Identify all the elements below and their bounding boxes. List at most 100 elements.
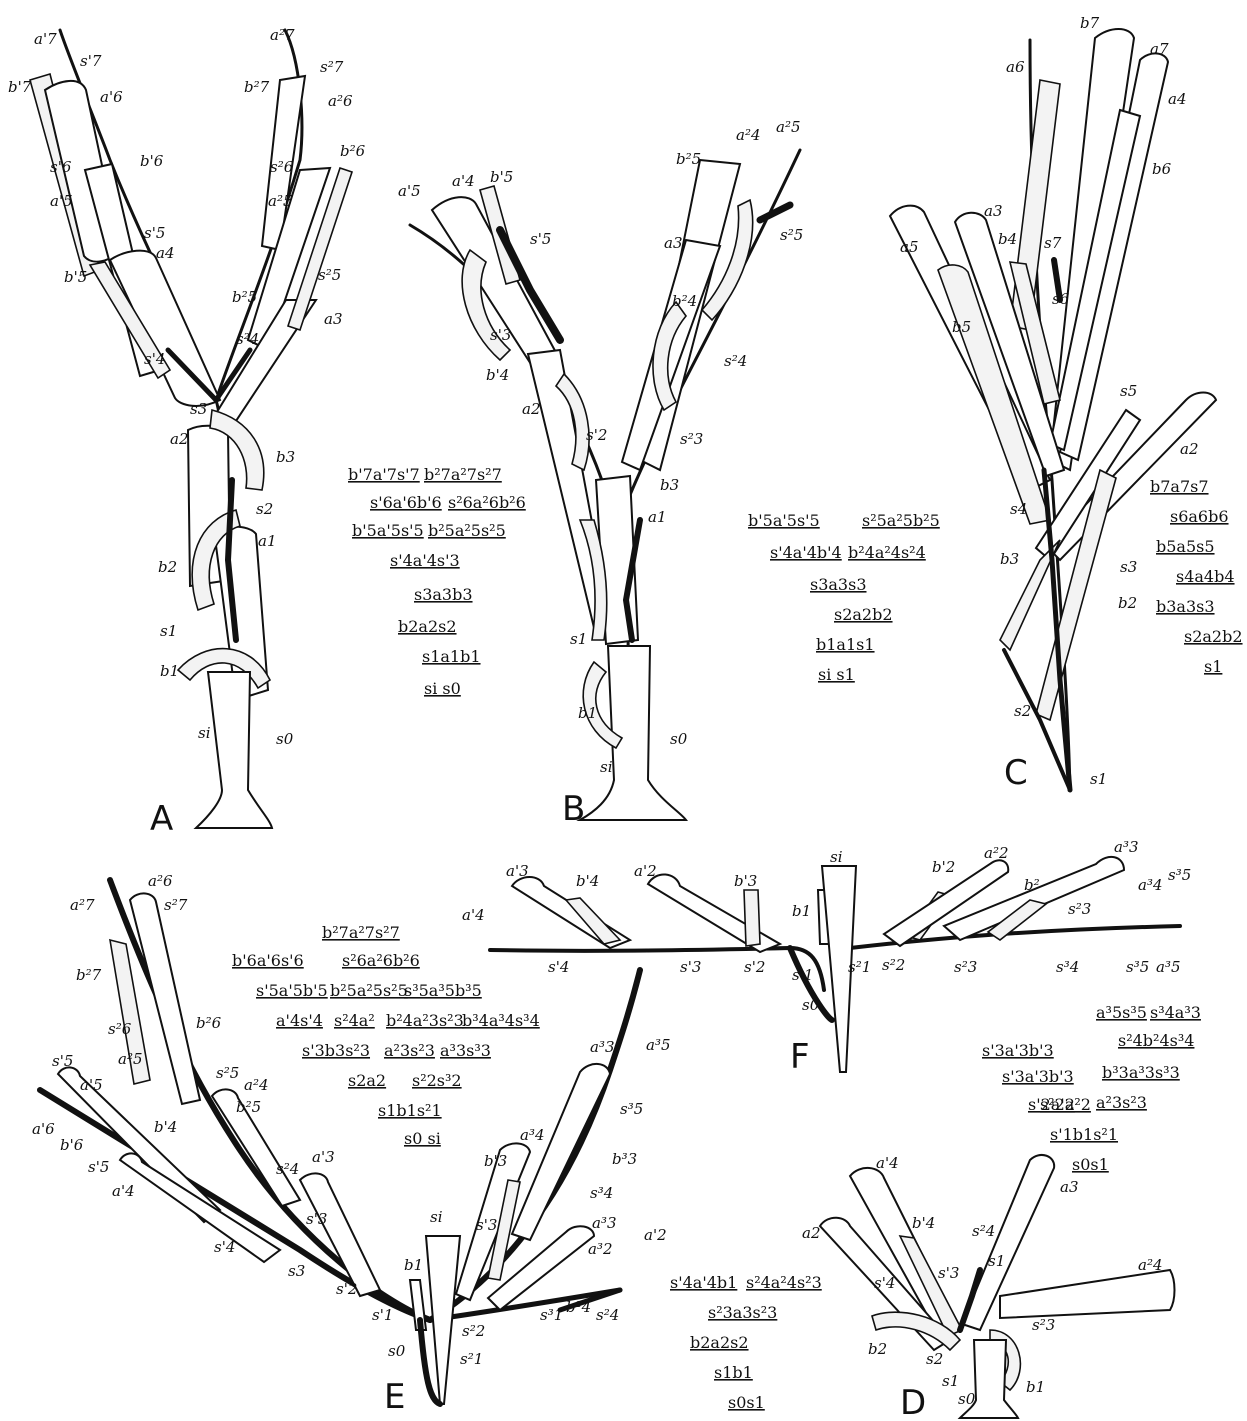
label: a2 bbox=[1180, 440, 1199, 458]
formula: b³4a³4s³4 bbox=[462, 1011, 540, 1030]
formula: s2a2 bbox=[348, 1071, 386, 1090]
label: b'3 bbox=[734, 872, 757, 890]
label: b'4 bbox=[912, 1214, 935, 1232]
formula: s0s1 bbox=[1072, 1155, 1109, 1174]
label: s³5 bbox=[1126, 958, 1149, 976]
label: a²6 bbox=[328, 92, 353, 110]
label: a³5 bbox=[646, 1036, 671, 1054]
formula: s²4a²4s²3 bbox=[746, 1273, 822, 1292]
formula: b7a7s7 bbox=[1150, 477, 1209, 496]
formula: s²2a²2 bbox=[1040, 1095, 1091, 1114]
label: b6 bbox=[1152, 160, 1172, 178]
formula: b²7a²7s²7 bbox=[322, 923, 400, 942]
label: s²6 bbox=[270, 158, 294, 176]
label: s²3 bbox=[680, 430, 703, 448]
label: si bbox=[198, 724, 211, 742]
formula: b'7a'7s'7 bbox=[348, 465, 420, 484]
label: s²1 bbox=[848, 958, 871, 976]
formula: s'4a'4b'4 bbox=[770, 543, 842, 562]
formula: s²6a²6b²6 bbox=[448, 493, 526, 512]
label: s³5 bbox=[1168, 866, 1191, 884]
label: b2 bbox=[158, 558, 177, 576]
formula: a³3s³3 bbox=[440, 1041, 491, 1060]
formula: b²7a²7s²7 bbox=[424, 465, 502, 484]
label: b1 bbox=[578, 704, 597, 722]
panel-d-formulas: s'4a'4b1 s²4a²4s²3 s²3a3s²3 b2a2s2 s1b1 … bbox=[670, 1273, 822, 1412]
label: a3 bbox=[324, 310, 343, 328]
label: a3 bbox=[664, 234, 683, 252]
formula: s'6a'6b'6 bbox=[370, 493, 442, 512]
label: b'5 bbox=[490, 168, 513, 186]
label: a5 bbox=[900, 238, 919, 256]
formula: a²3s²3 bbox=[1096, 1093, 1147, 1112]
label: s0 bbox=[958, 1390, 976, 1408]
panel-e-formulas: b²7a²7s²7 b'6a'6s'6 s²6a²6b²6 s'5a'5b'5 … bbox=[232, 923, 540, 1148]
label: a1 bbox=[648, 508, 667, 526]
label: b²5 bbox=[236, 1098, 261, 1116]
label: s'1 bbox=[792, 966, 813, 984]
formula: s0 si bbox=[404, 1129, 441, 1148]
label: b'4 bbox=[154, 1118, 177, 1136]
label: a³3 bbox=[592, 1214, 617, 1232]
label: a²7 bbox=[270, 26, 295, 44]
formula: s'4a'4b1 bbox=[670, 1273, 737, 1292]
formula: si s1 bbox=[818, 665, 855, 684]
panel-letter-b: B bbox=[562, 789, 585, 829]
label: b5 bbox=[952, 318, 971, 336]
panel-letter-d: D bbox=[900, 1383, 926, 1421]
label: a'5 bbox=[50, 192, 73, 210]
label: s²6 bbox=[108, 1020, 132, 1038]
label: s²3 bbox=[1068, 900, 1091, 918]
label: s'4 bbox=[144, 350, 165, 368]
label: b'2 bbox=[932, 858, 955, 876]
label: s'2 bbox=[336, 1280, 357, 1298]
label: b²5 bbox=[232, 288, 257, 306]
formula: s2a2b2 bbox=[1184, 627, 1243, 646]
label: s³5 bbox=[620, 1100, 643, 1118]
label: s²7 bbox=[320, 58, 344, 76]
panel-letter-c: C bbox=[1004, 753, 1028, 793]
label: a3 bbox=[984, 202, 1003, 220]
label: b7 bbox=[1080, 14, 1100, 32]
label: a2 bbox=[522, 400, 541, 418]
panel-b-drawing bbox=[410, 150, 800, 820]
label: s'3 bbox=[476, 1216, 497, 1234]
label: s²1 bbox=[460, 1350, 483, 1368]
label: a²5 bbox=[776, 118, 801, 136]
label: s'5 bbox=[530, 230, 551, 248]
label: b'3 bbox=[484, 1152, 507, 1170]
label: b2 bbox=[868, 1340, 887, 1358]
label: s2 bbox=[926, 1350, 943, 1368]
label: b² bbox=[1024, 876, 1040, 894]
label: a'4 bbox=[462, 906, 485, 924]
label: s1 bbox=[988, 1252, 1005, 1270]
label: a³3 bbox=[590, 1038, 615, 1056]
label: a'4 bbox=[876, 1154, 899, 1172]
label: s0 bbox=[802, 996, 820, 1014]
formula: s2a2b2 bbox=[834, 605, 893, 624]
label: s3 bbox=[1120, 558, 1137, 576]
label: s0 bbox=[670, 730, 688, 748]
formula: b2a2s2 bbox=[690, 1333, 749, 1352]
label: s²3 bbox=[954, 958, 977, 976]
label: a'2 bbox=[644, 1226, 667, 1244]
formula: s0s1 bbox=[728, 1393, 765, 1412]
label: s²3 bbox=[1032, 1316, 1055, 1334]
formula: s²2s³2 bbox=[412, 1071, 462, 1090]
label: s3 bbox=[288, 1262, 305, 1280]
label: s²5 bbox=[780, 226, 803, 244]
label: s3 bbox=[190, 400, 207, 418]
formula: b³3a³3s³3 bbox=[1102, 1063, 1180, 1082]
label: s'4 bbox=[548, 958, 569, 976]
label: s2 bbox=[256, 500, 273, 518]
label: s²5 bbox=[216, 1064, 239, 1082]
label: s7 bbox=[1044, 234, 1062, 252]
formula: s4a4b4 bbox=[1176, 567, 1235, 586]
panel-f-formulas: s'3a'3b'3 a³5s³5 s³4a³3 s'3a'3b'3 s²4b²4… bbox=[982, 1003, 1201, 1174]
label: a7 bbox=[1150, 40, 1169, 58]
panel-c-formulas: b7a7s7 s6a6b6 b5a5s5 s4a4b4 b3a3s3 s2a2b… bbox=[1150, 477, 1243, 676]
formula: s³4a³3 bbox=[1150, 1003, 1201, 1022]
label: b3 bbox=[660, 476, 679, 494]
label: a4 bbox=[156, 244, 175, 262]
panel-a-drawing bbox=[30, 30, 352, 828]
